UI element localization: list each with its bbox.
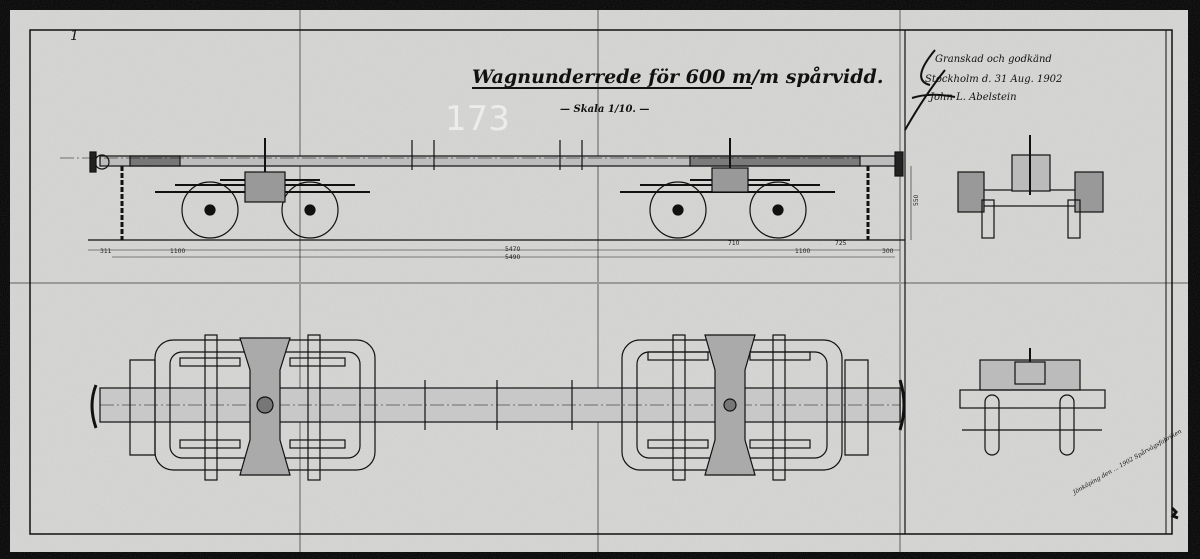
scale-label: — Skala 1/10. — [560, 104, 649, 115]
corner-stamp [1170, 506, 1179, 520]
side-elevation [60, 138, 905, 241]
end-plan [959, 348, 1106, 456]
dim-overall-total: 5490 [505, 254, 520, 261]
dim-left-wheelbase: 1100 [170, 248, 185, 255]
dimension-lines [88, 166, 912, 258]
dim-right-overhang: 300 [882, 248, 894, 255]
svg-text:John L. Abelstein: John L. Abelstein [928, 92, 1017, 103]
drawing-title: Wagnunderrede för 600 m/m spårvidd. [472, 65, 883, 88]
border-frame [29, 29, 1173, 535]
end-elevation [957, 135, 1104, 239]
dim-right-b: 725 [835, 240, 847, 247]
dim-right-wheelbase: 1100 [795, 248, 810, 255]
fold-lines [10, 10, 1188, 552]
plan-view [90, 334, 906, 481]
svg-text:Granskad och godkänd: Granskad och godkänd [935, 54, 1052, 65]
dim-left-overhang: 311 [100, 248, 112, 255]
approval-signature: Granskad och godkänd Stockholm d. 31 Aug… [904, 49, 1062, 131]
svg-text:Stockholm d. 31 Aug. 1902: Stockholm d. 31 Aug. 1902 [925, 74, 1062, 85]
dim-height: 550 [913, 194, 920, 206]
dim-overall-inner: 5470 [505, 246, 520, 253]
sheet-number: 173 [445, 99, 510, 139]
dim-right-a: 710 [728, 240, 740, 247]
corner-mark: 1 [70, 28, 79, 44]
